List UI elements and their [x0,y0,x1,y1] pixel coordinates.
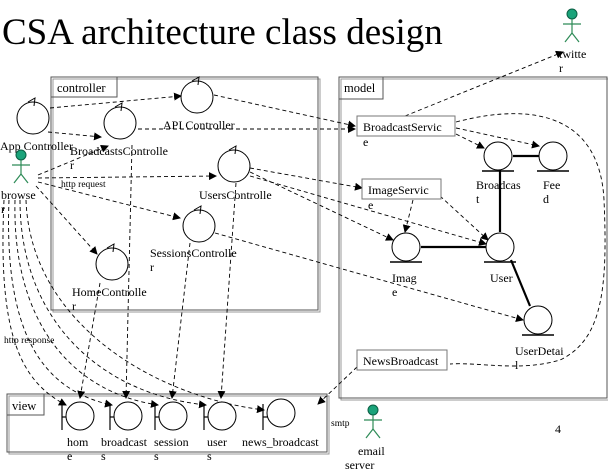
home-view-label-1: hom [67,435,89,449]
broadcasts-controller[interactable]: BroadcastsControlle r [70,102,168,172]
smtp-label: smtp [331,419,350,429]
broadcasts-view-label-2: s [101,449,106,463]
image-service[interactable]: ImageServic e [361,178,442,212]
controller-package-label: controller [57,81,106,95]
dependency-edges [2,50,606,414]
user-detail-entity-label-2: l [515,358,519,372]
app-controller-label: App Controller [0,139,73,153]
association-edges [421,154,540,307]
twitter-label-1: twitte [559,47,586,61]
controller-package: controller [50,76,321,313]
api-controller-label: API Controller [163,118,235,132]
users-view[interactable]: user s [203,401,237,463]
image-entity-label-1: Imag [392,271,417,285]
model-package-label: model [344,81,376,95]
feed-entity-label-2: d [543,192,549,206]
broadcasts-controller-label-1: BroadcastsControlle [70,144,168,158]
user-entity-label: User [490,271,513,285]
app-controller[interactable]: App Controller [0,97,73,153]
broadcast-service[interactable]: BroadcastServic e [356,115,456,149]
http-response-label: http response [4,336,54,346]
users-controller[interactable]: UsersControlle [199,145,272,202]
broadcasts-view-label-1: broadcast [101,435,148,449]
api-controller[interactable]: API Controller [163,76,235,132]
sessions-view-label-2: s [154,449,159,463]
home-view[interactable]: hom e [61,401,95,463]
feed-entity[interactable]: Fee d [537,141,569,206]
slide-title: CSA architecture class design [2,12,443,53]
news-broadcast-service[interactable]: NewsBroadcast [356,349,448,371]
twitter-label-2: r [559,61,563,75]
feed-entity-label-1: Fee [543,178,560,192]
user-entity[interactable]: User [484,232,516,285]
sessions-controller-label-2: r [150,260,154,274]
news-broadcast-label: NewsBroadcast [363,354,439,368]
users-controller-label: UsersControlle [199,188,272,202]
user-detail-entity[interactable]: UserDetai l [515,305,564,372]
browser-label-1: browse [1,188,36,202]
broadcast-service-label-1: BroadcastServic [363,120,442,134]
model-package: model [338,76,608,401]
broadcast-service-label-2: e [363,135,368,149]
twitter-actor[interactable]: twitte r [559,8,586,75]
sessions-view-label-1: session [154,435,189,449]
home-controller-label-1: HomeControlle [72,285,147,299]
users-view-label-2: s [207,449,212,463]
broadcasts-controller-label-2: r [70,158,74,172]
news-broadcast-view[interactable]: news_broadcast [242,398,319,449]
image-entity[interactable]: Imag e [390,232,422,299]
news-broadcast-view-label: news_broadcast [242,435,319,449]
sessions-controller[interactable]: SessionsControlle r [150,205,237,274]
broadcast-entity[interactable]: Broadcas t [476,141,521,206]
email-server-label-1: email [358,444,385,458]
page-number: 4 [555,422,561,436]
image-service-label-1: ImageServic [368,183,429,197]
browser-actor[interactable]: browse r [1,149,36,216]
view-package-label: view [12,399,36,413]
user-detail-entity-label-1: UserDetai [515,344,564,358]
broadcast-entity-label-1: Broadcas [476,178,521,192]
image-entity-label-2: e [392,285,397,299]
users-view-label-1: user [207,435,227,449]
browser-label-2: r [1,202,5,216]
broadcast-entity-label-2: t [476,192,480,206]
home-controller-label-2: r [72,299,76,313]
home-view-label-2: e [67,449,72,463]
sessions-view[interactable]: session s [154,401,189,463]
email-server-actor[interactable]: email server [345,404,385,472]
broadcasts-view[interactable]: broadcast s [101,401,148,463]
http-request-label: http request [61,180,106,190]
sessions-controller-label-1: SessionsControlle [150,246,237,260]
image-service-label-2: e [368,198,373,212]
home-controller[interactable]: HomeControlle r [72,243,147,313]
email-server-label-2: server [345,458,374,472]
